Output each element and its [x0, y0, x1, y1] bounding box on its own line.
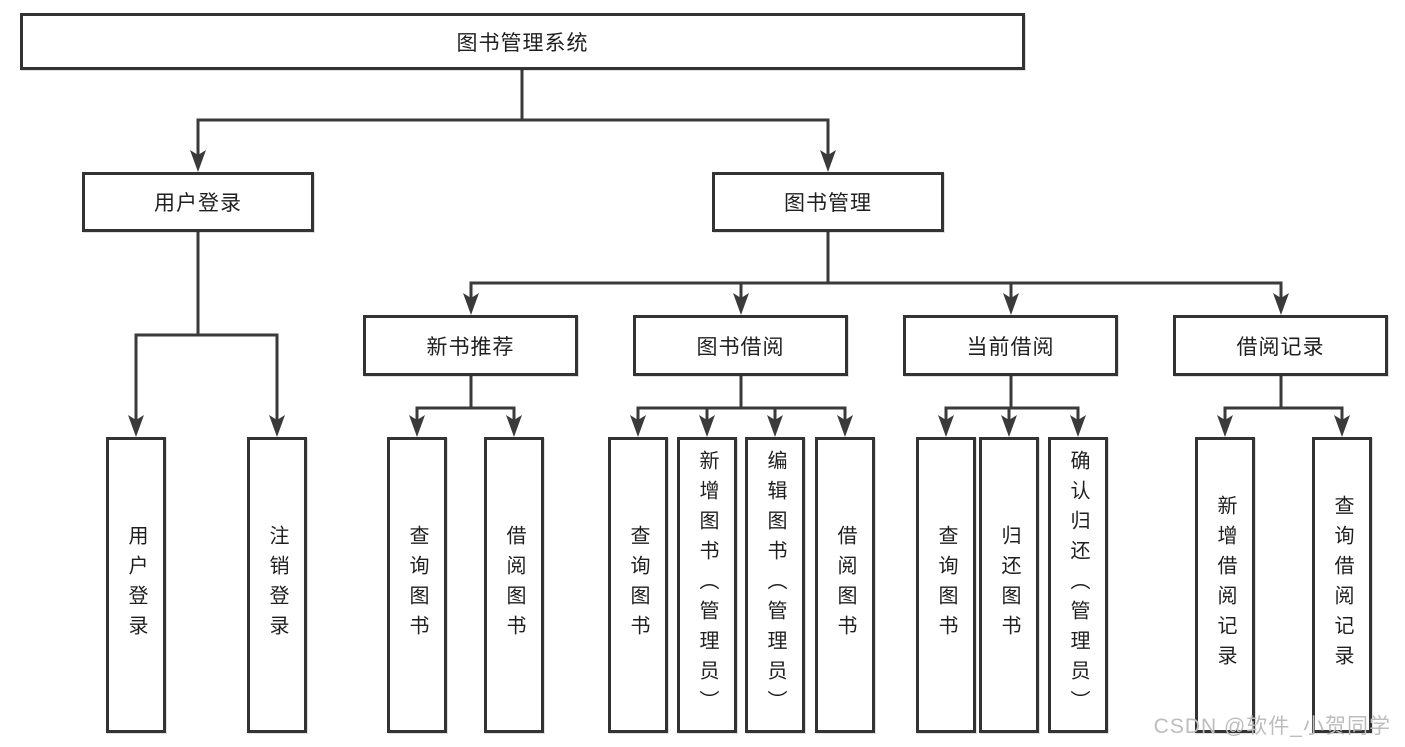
arrowhead	[190, 150, 206, 172]
leaf-add-borrow-record: 新增借阅记录	[1195, 437, 1255, 733]
leaf-user-login-label: 用户登录	[125, 525, 147, 645]
leaf-user-login: 用户登录	[106, 437, 166, 733]
arrowhead	[269, 415, 285, 437]
leaf-logout: 注销登录	[247, 437, 307, 733]
node-current-borrow-label: 当前借阅	[966, 335, 1055, 359]
leaf-borrow-books-label: 借阅图书	[834, 525, 856, 645]
leaf-confirm-return-admin: 确认归还（管理员）	[1048, 437, 1108, 733]
leaf-return-books-label: 归还图书	[998, 525, 1020, 645]
arrowhead	[837, 415, 853, 437]
node-current-borrow: 当前借阅	[903, 315, 1118, 376]
leaf-edit-books-admin: 编辑图书（管理员）	[745, 437, 805, 733]
arrowhead	[820, 150, 836, 172]
leaf-add-books-admin: 新增图书（管理员）	[677, 437, 737, 733]
arrowhead	[1003, 293, 1019, 315]
leaf-add-books-admin-label: 新增图书（管理员）	[696, 450, 718, 720]
leaf-logout-label: 注销登录	[266, 525, 288, 645]
arrowhead	[733, 293, 749, 315]
leaf-edit-books-admin-label: 编辑图书（管理员）	[764, 450, 786, 720]
leaf-query-books-recommend-label: 查询图书	[406, 525, 428, 645]
leaf-query-borrow-record: 查询借阅记录	[1312, 437, 1372, 733]
arrowhead	[1217, 415, 1233, 437]
arrowhead	[409, 415, 425, 437]
node-book-borrow: 图书借阅	[633, 315, 848, 376]
node-book-borrow-label: 图书借阅	[696, 335, 785, 359]
node-book-management: 图书管理	[712, 172, 944, 232]
arrowhead	[630, 415, 646, 437]
leaf-query-books-borrow: 查询图书	[608, 437, 668, 733]
leaf-query-books-current: 查询图书	[916, 437, 976, 733]
arrowhead	[1001, 415, 1017, 437]
node-borrow-records: 借阅记录	[1173, 315, 1388, 376]
node-user-login-label: 用户登录	[154, 192, 242, 215]
leaf-add-borrow-record-label: 新增借阅记录	[1214, 495, 1236, 675]
leaf-borrow-books-recommend: 借阅图书	[484, 437, 544, 733]
leaf-borrow-books-recommend-label: 借阅图书	[503, 525, 525, 645]
leaf-query-borrow-record-label: 查询借阅记录	[1331, 495, 1353, 675]
node-root: 图书管理系统	[20, 13, 1025, 70]
leaf-confirm-return-admin-label: 确认归还（管理员）	[1067, 450, 1089, 720]
leaf-query-books-recommend: 查询图书	[387, 437, 447, 733]
arrowhead	[1273, 293, 1289, 315]
node-new-book-recommend: 新书推荐	[363, 315, 578, 376]
watermark: CSDN @软件_小贺同学	[1153, 715, 1391, 738]
arrowhead	[1334, 415, 1350, 437]
leaf-borrow-books: 借阅图书	[815, 437, 875, 733]
node-borrow-records-label: 借阅记录	[1236, 335, 1325, 359]
leaf-return-books: 归还图书	[979, 437, 1039, 733]
arrowhead	[1070, 415, 1086, 437]
node-root-label: 图书管理系统	[456, 31, 589, 55]
arrowhead	[463, 293, 479, 315]
node-book-management-label: 图书管理	[784, 192, 872, 215]
leaf-query-books-current-label: 查询图书	[935, 525, 957, 645]
arrowhead	[767, 415, 783, 437]
node-user-login: 用户登录	[82, 172, 314, 232]
arrowhead	[699, 415, 715, 437]
leaf-query-books-borrow-label: 查询图书	[627, 525, 649, 645]
arrowhead	[506, 415, 522, 437]
node-new-book-recommend-label: 新书推荐	[426, 335, 515, 359]
arrowhead	[128, 415, 144, 437]
arrowhead	[938, 415, 954, 437]
